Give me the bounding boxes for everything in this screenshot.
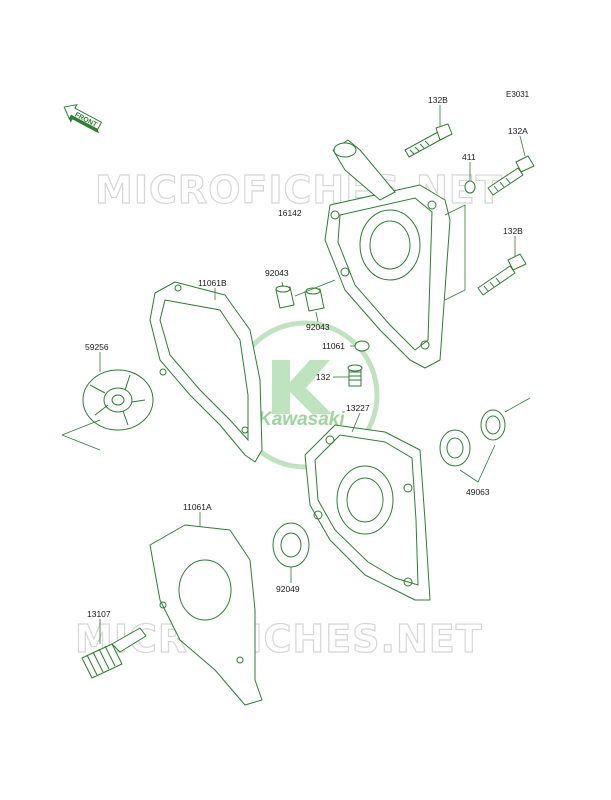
front-arrow-icon: FRONT [63, 104, 103, 134]
label-92043-b: 92043 [306, 322, 330, 332]
screw-132 [347, 364, 363, 387]
label-49063: 49063 [466, 487, 490, 497]
gasket-11061a [149, 524, 263, 706]
washer-411 [464, 180, 476, 194]
oring-11061 [354, 340, 370, 352]
label-411: 411 [462, 152, 476, 162]
label-11061: 11061 [322, 341, 345, 351]
bearing-92049 [272, 522, 310, 568]
label-16142: 16142 [278, 208, 302, 218]
label-92043-a: 92043 [265, 268, 289, 278]
bolt-132b-top [404, 123, 453, 158]
impeller-59256 [82, 369, 154, 431]
seal-49063-a [439, 429, 471, 467]
diagram-code: E3031 [506, 90, 530, 99]
label-11061b: 11061B [198, 278, 227, 288]
label-11061a: 11061A [183, 502, 212, 512]
label-132b-mid: 132B [503, 226, 523, 236]
label-132a: 132A [508, 126, 528, 136]
label-132: 132 [316, 372, 330, 382]
shaft-13107 [81, 627, 147, 679]
label-59256: 59256 [85, 342, 109, 352]
label-132b-top: 132B [428, 95, 448, 105]
seal-49063-b [480, 409, 506, 441]
label-13227: 13227 [346, 403, 370, 413]
bolt-132a [487, 155, 535, 196]
watermark-bottom: MICROFICHES.NET [75, 617, 483, 661]
gasket-11061b [149, 281, 263, 463]
dowel-92043-b [304, 287, 325, 312]
bolt-132b-mid [477, 253, 527, 296]
cover-16142 [324, 139, 451, 369]
label-92049: 92049 [276, 584, 300, 594]
dowel-92043-a [275, 285, 295, 309]
cover-13227 [304, 424, 431, 601]
label-13107: 13107 [87, 609, 111, 619]
logo-text: Kawasaki [258, 409, 345, 430]
